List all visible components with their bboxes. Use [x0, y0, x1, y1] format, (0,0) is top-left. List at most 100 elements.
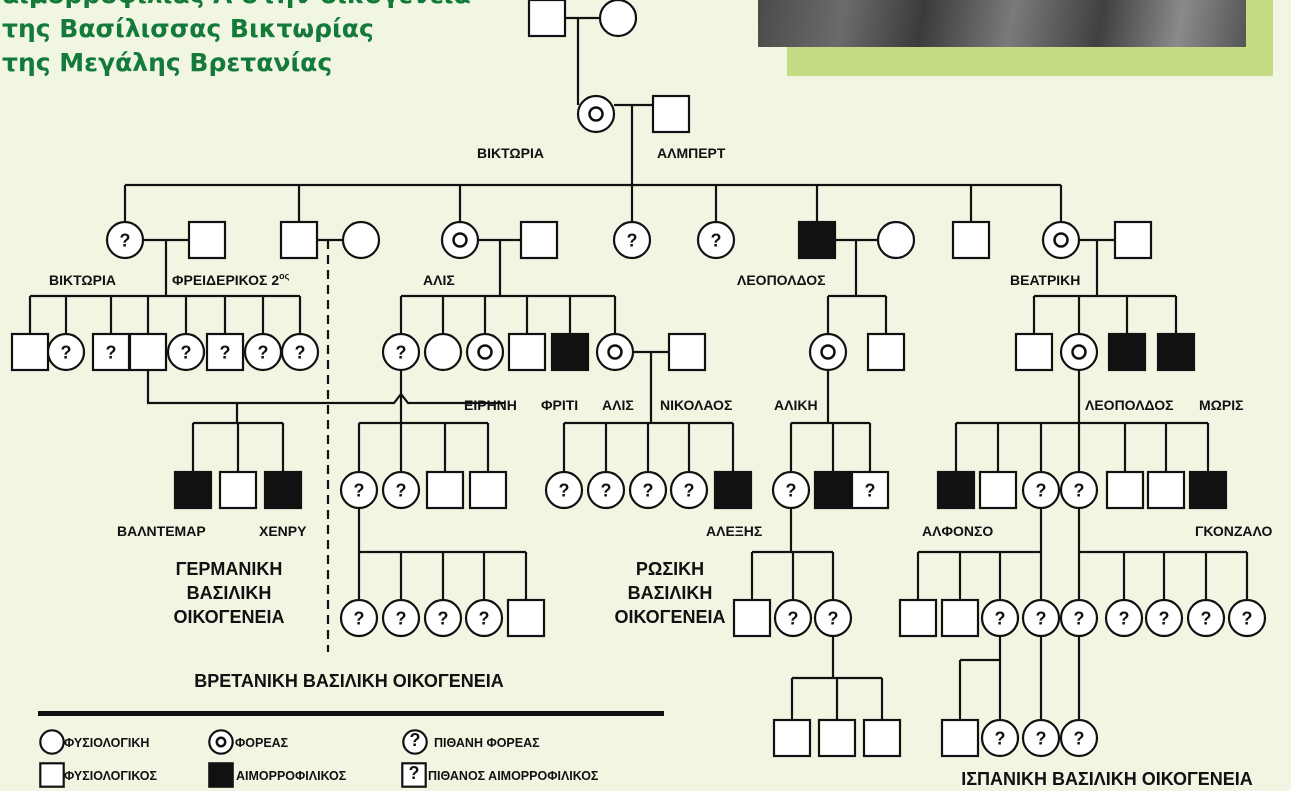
label-friti: ΦΡΙΤΙ: [541, 397, 578, 413]
question-mark: ?: [995, 729, 1006, 749]
normal-male: [772, 718, 812, 758]
male-square: [173, 470, 213, 510]
question-mark: ?: [479, 609, 490, 629]
male-square: [951, 220, 991, 260]
carrier-dot: [1071, 344, 1087, 360]
male-square: [468, 470, 508, 510]
female-circle: [669, 470, 709, 510]
female-circle: [1021, 598, 1061, 638]
female-circle: [1104, 598, 1144, 638]
legend-hemophiliac: ΑΙΜΟΡΡΟΦΙΛΙΚΟΣ: [236, 769, 347, 783]
label-friedrich-name: ΦΡΕΙΔΕΡΙΚΟΣ 2: [172, 272, 279, 288]
question-mark: ?: [438, 609, 449, 629]
question-mark: ?: [396, 481, 407, 501]
label-alexis: ΑΛΕΞΗΣ: [706, 523, 762, 539]
label-moris: ΜΩΡΙΣ: [1199, 397, 1244, 413]
possible-carrier-female: ?: [464, 598, 504, 638]
question-mark: ?: [220, 343, 231, 363]
question-mark: ?: [865, 481, 876, 501]
normal-male: [468, 470, 508, 510]
title-line: της Μεγάλης Βρετανίας: [2, 48, 333, 77]
legend-normal-female: ΦΥΣΙΟΛΟΓΙΚΗ: [64, 736, 149, 750]
british-family-label: ΒΡΕΤΑΝΙΚΗ ΒΑΣΙΛΙΚΗ ΟΙΚΟΓΕΝΕΙΑ: [194, 671, 503, 691]
title-line: αιμορροφιλίας Α στην οικογένεια: [2, 0, 471, 12]
carrier-female: [440, 220, 480, 260]
male-square: [205, 332, 245, 372]
female-circle: [39, 729, 65, 755]
male-square: [813, 470, 853, 510]
russian-family-line-2: ΒΑΣΙΛΙΚΗ: [628, 583, 713, 603]
possible-carrier-female: ?: [243, 332, 283, 372]
carrier-female: [595, 332, 635, 372]
normal-male: [425, 470, 465, 510]
male-square: [506, 598, 546, 638]
female-circle: [980, 718, 1020, 758]
male-square: [732, 598, 772, 638]
affected-male: [1188, 470, 1228, 510]
question-mark: ?: [1201, 609, 1212, 629]
question-mark: ?: [354, 481, 365, 501]
normal-male: [1105, 470, 1145, 510]
question-mark: ?: [828, 609, 839, 629]
possible-carrier-female: ?: [612, 220, 652, 260]
male-square: [978, 470, 1018, 510]
normal-male: [732, 598, 772, 638]
german-family-line-3: ΟΙΚΟΓΕΝΕΙΑ: [173, 607, 284, 627]
possible-affected-male: ?: [205, 332, 245, 372]
female-circle: [105, 220, 145, 260]
possible-carrier-female: ?: [771, 470, 811, 510]
male-square: [550, 332, 590, 372]
male-square: [797, 220, 837, 260]
male-square: [39, 762, 65, 788]
label-aliki: ΑΛΙΚΗ: [774, 397, 818, 413]
possible-carrier-female: ?: [1227, 598, 1267, 638]
male-square: [850, 470, 890, 510]
possible-carrier-female: ?: [1059, 598, 1099, 638]
label-leopoldos2: ΛΕΟΠΟΛΔΟΣ: [1085, 397, 1174, 413]
female-circle: [813, 598, 853, 638]
question-mark: ?: [61, 343, 72, 363]
possible-carrier-female: ?: [46, 332, 86, 372]
question-mark: ?: [711, 231, 722, 251]
legend-possible-carrier: ΠΙΘΑΝΗ ΦΟΡΕΑΣ: [434, 736, 540, 750]
female-circle: [402, 729, 428, 755]
male-square: [866, 332, 906, 372]
carrier-female: [576, 94, 616, 134]
label-valdemar: ΒΑΛΝΤΕΜΑΡ: [117, 523, 206, 539]
question-mark: ?: [1036, 609, 1047, 629]
possible-carrier-female: ?: [381, 470, 421, 510]
possible-carrier-female: ?: [586, 470, 626, 510]
normal-female: [341, 220, 381, 260]
male-square: [128, 332, 168, 372]
question-mark: ?: [1242, 609, 1253, 629]
normal-male: [1146, 470, 1186, 510]
possible-carrier-female: ?: [381, 598, 421, 638]
person-labels: ΒΙΚΤΩΡΙΑ ΑΛΜΠΕΡΤ ΒΙΚΤΩΡΙΑ ΦΡΕΙΔΕΡΙΚΟΣ 2ο…: [49, 145, 1273, 539]
title-line: της Βασίλισσας Βικτωρίας: [2, 14, 374, 43]
label-viktoria-daughter: ΒΙΚΤΩΡΙΑ: [49, 272, 116, 288]
female-circle: [1144, 598, 1184, 638]
normal-male: [506, 598, 546, 638]
question-mark: ?: [409, 763, 420, 783]
male-square: [527, 0, 567, 38]
possible-carrier-female: ?: [1059, 718, 1099, 758]
male-square: [817, 718, 857, 758]
possible-carrier-female: ?: [105, 220, 145, 260]
carrier-dot: [820, 344, 836, 360]
normal-male: [940, 718, 980, 758]
normal-male: [817, 718, 857, 758]
label-viktoria: ΒΙΚΤΩΡΙΑ: [477, 145, 544, 161]
normal-male: [940, 598, 980, 638]
normal-male: [898, 598, 938, 638]
female-circle: [771, 470, 811, 510]
possible-carrier-female: ?: [1021, 470, 1061, 510]
female-circle: [46, 332, 86, 372]
normal-male: [218, 470, 258, 510]
label-alis: ΑΛΙΣ: [423, 272, 455, 288]
normal-male: [978, 470, 1018, 510]
question-mark: ?: [1159, 609, 1170, 629]
family-labels: ΓΕΡΜΑΝΙΚΗ ΒΑΣΙΛΙΚΗ ΟΙΚΟΓΕΝΕΙΑ ΡΩΣΙΚΗ ΒΑΣ…: [173, 559, 1252, 789]
legend: ?? ΦΥΣΙΟΛΟΓΙΚΗ ΦΟΡΕΑΣ ΠΙΘΑΝΗ ΦΟΡΕΑΣ ΦΥΣΙ…: [38, 711, 664, 788]
male-square: [279, 220, 319, 260]
